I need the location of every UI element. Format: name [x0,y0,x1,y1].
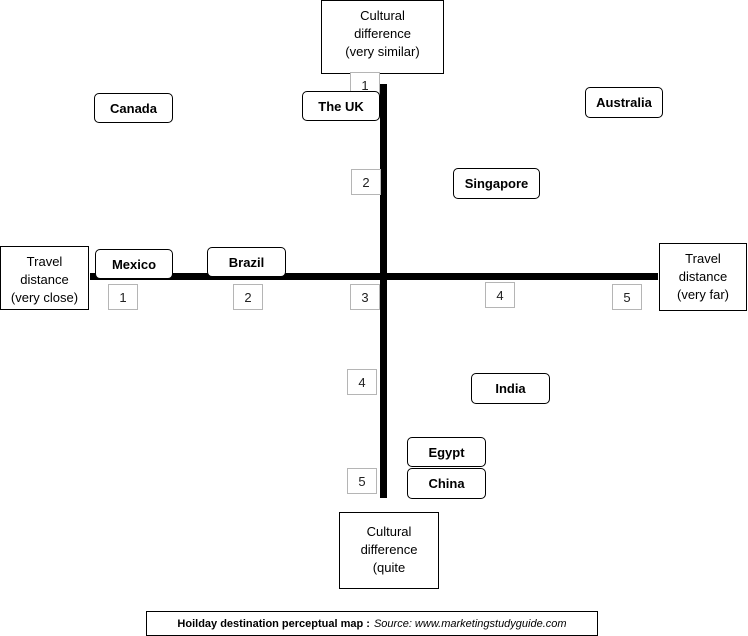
axis-label-bottom-line-2: difference [360,542,418,557]
destination-china: China [407,468,486,499]
x-tick-4: 4 [485,282,515,308]
y-tick-4: 4 [347,369,377,395]
axis-label-left: Travel distance (very close) [0,246,89,310]
travel-distance-axis [90,273,658,280]
destination-the-uk: The UK [302,91,380,121]
axis-label-right: Travel distance (very far) [659,243,747,311]
figure-caption: Hoilday destination perceptual map : Sou… [146,611,598,636]
x-tick-3: 3 [350,284,380,310]
axis-label-left-line-2: distance [20,272,69,287]
destination-singapore: Singapore [453,168,540,199]
destination-brazil: Brazil [207,247,286,277]
destination-mexico: Mexico [95,249,173,279]
x-tick-1: 1 [108,284,138,310]
destination-egypt: Egypt [407,437,486,467]
axis-label-top-line-3: (very similar) [345,44,420,59]
x-tick-2: 2 [233,284,263,310]
destination-australia: Australia [585,87,663,118]
axis-label-bottom: Cultural difference (quite [339,512,439,589]
destination-india: India [471,373,550,404]
axis-label-left-line-1: Travel [26,254,63,269]
x-tick-5: 5 [612,284,642,310]
caption-title: Hoilday destination perceptual map : [177,617,370,630]
axis-label-right-line-2: distance [678,269,728,284]
y-tick-5: 5 [347,468,377,494]
axis-label-right-line-3: (very far) [677,287,729,302]
axis-label-right-line-1: Travel [685,251,721,266]
y-tick-2: 2 [351,169,381,195]
axis-label-bottom-line-3: (quite [372,560,406,575]
caption-source: Source: www.marketingstudyguide.com [373,617,567,630]
destination-canada: Canada [94,93,173,123]
axis-label-bottom-line-1: Cultural [366,524,412,539]
axis-label-top: Cultural difference (very similar) [321,0,444,74]
cultural-difference-axis [380,84,387,498]
axis-label-top-line-1: Cultural [360,8,405,23]
axis-label-top-line-2: difference [354,26,411,41]
axis-label-left-line-3: (very close) [10,290,79,305]
